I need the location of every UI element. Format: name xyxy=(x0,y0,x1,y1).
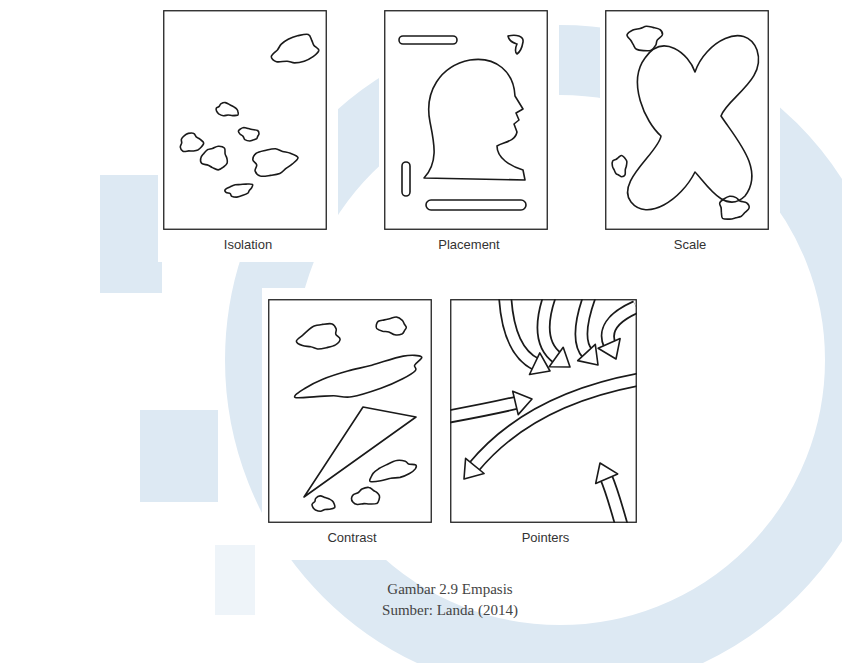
bar-shape xyxy=(399,36,457,44)
arrow-shaft xyxy=(505,299,537,365)
panel-frame xyxy=(606,11,769,230)
panel-frame xyxy=(385,11,548,230)
arrow-head xyxy=(578,344,598,365)
bar-shape xyxy=(426,200,526,210)
panel-illustration xyxy=(163,10,327,230)
blob-shape xyxy=(180,133,203,152)
blob-shape xyxy=(271,34,319,63)
panel-illustration xyxy=(268,299,432,523)
arrow-shaft xyxy=(608,307,636,345)
blob-shape xyxy=(225,184,253,197)
figure-caption: Gambar 2.9 Empasis xyxy=(250,580,650,598)
panel-label: Contrast xyxy=(262,530,442,546)
blob-shape xyxy=(351,487,379,504)
large-blob xyxy=(628,36,759,210)
emphasis-panel: Pointers xyxy=(444,288,647,560)
panel-frame xyxy=(164,11,327,230)
watermark-block xyxy=(140,410,218,502)
arrow-shaft xyxy=(608,307,636,345)
blob-shape xyxy=(296,324,340,349)
hook-shape xyxy=(508,35,523,54)
arrow-shaft xyxy=(544,299,558,358)
blob-shape xyxy=(612,155,627,176)
arrow-shaft xyxy=(450,403,517,418)
emphasis-panel: Contrast xyxy=(262,288,442,560)
arrow-shaft xyxy=(581,299,590,354)
panel-frame xyxy=(451,300,637,523)
blob-shape xyxy=(376,317,406,335)
arrow-head xyxy=(513,391,532,414)
emphasis-panel: Isolation xyxy=(158,0,338,262)
triangle-shape xyxy=(304,407,416,497)
arrow-shaft xyxy=(474,379,638,467)
bar-shape xyxy=(402,162,410,196)
arrow-head xyxy=(549,347,570,367)
panel-illustration xyxy=(450,299,637,523)
panel-label: Scale xyxy=(600,237,780,253)
blob-shape xyxy=(720,196,750,219)
emphasis-panel: Placement xyxy=(379,0,559,262)
panel-label: Placement xyxy=(379,237,559,253)
arrow-shaft xyxy=(505,299,537,365)
panel-frame xyxy=(269,300,432,523)
arrow-shaft xyxy=(450,403,517,418)
panel-illustration xyxy=(384,10,548,230)
blob-shape xyxy=(370,460,417,481)
blob-shape xyxy=(627,26,662,51)
blob-shape xyxy=(216,103,238,116)
arrow-head xyxy=(464,458,484,479)
arrow-shaft xyxy=(606,477,622,523)
arrow-shaft xyxy=(474,379,638,467)
source-note: Sumber: Landa (2014) xyxy=(250,601,650,619)
blob-shape xyxy=(295,355,422,397)
arrow-shaft xyxy=(581,299,590,354)
panel-label: Pointers xyxy=(444,530,647,546)
arrow-head xyxy=(598,339,620,359)
arrow-shaft xyxy=(544,299,558,358)
blob-shape xyxy=(253,149,298,176)
emphasis-panel: Scale xyxy=(600,0,780,262)
watermark-block xyxy=(215,545,255,615)
arrow-head xyxy=(596,463,618,483)
arrow-shaft xyxy=(606,477,622,523)
watermark-block xyxy=(100,175,162,293)
blob-shape xyxy=(201,146,228,170)
panel-illustration xyxy=(605,10,769,230)
blob-shape xyxy=(238,128,259,142)
blob-shape xyxy=(312,496,335,511)
profile-silhouette xyxy=(424,59,525,180)
panel-label: Isolation xyxy=(158,237,338,253)
